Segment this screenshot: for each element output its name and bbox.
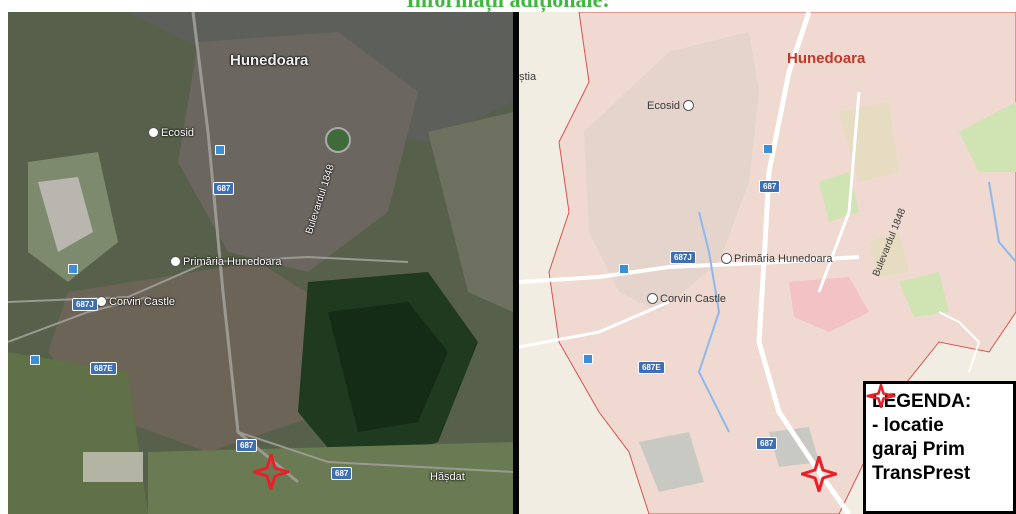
road-shield: 687	[331, 467, 353, 480]
road-shield: 687	[759, 180, 781, 193]
poi-primaria[interactable]: Primăria Hunedoara	[170, 255, 282, 268]
road-shield: 687E	[638, 361, 665, 374]
road-shield: 687E	[90, 362, 117, 375]
garage-location-star-icon[interactable]	[801, 456, 837, 492]
legend-line-1: - locatie	[872, 415, 944, 436]
poi-ecosid[interactable]: Ecosid	[647, 99, 696, 112]
legend-line-3: TransPrest	[872, 463, 971, 484]
poi-marker-icon	[683, 99, 695, 111]
bus-stop-icon[interactable]	[215, 145, 225, 155]
poi-corvin-castle[interactable]: Corvin Castle	[647, 292, 727, 305]
poi-label: Primăria Hunedoara	[183, 256, 282, 268]
satellite-imagery	[8, 12, 513, 514]
bus-stop-icon[interactable]	[763, 144, 773, 154]
road-shield: 687	[236, 439, 258, 452]
legend-line-2: garaj Prim	[872, 439, 965, 460]
poi-ecosid[interactable]: Ecosid	[148, 126, 195, 139]
poi-corvin-castle[interactable]: Corvin Castle	[96, 295, 176, 308]
bus-stop-icon[interactable]	[68, 264, 78, 274]
bus-stop-icon[interactable]	[583, 354, 593, 364]
poi-label: Ecosid	[647, 100, 681, 112]
poi-label: Ecosid	[161, 127, 195, 139]
landmark-icon	[170, 255, 181, 267]
poi-label: Corvin Castle	[660, 293, 727, 305]
panel-divider	[513, 12, 519, 514]
city-label: Hunedoara	[787, 50, 866, 67]
satellite-map[interactable]: Hunedoara Ecosid Primăria Hunedoara Corv…	[8, 12, 513, 514]
legend-title: LEGENDA:	[872, 391, 972, 412]
bus-stop-icon[interactable]	[619, 264, 629, 274]
map-legend: LEGENDA: - locatie garaj Prim TransPrest	[863, 381, 1016, 514]
poi-label: Corvin Castle	[109, 296, 176, 308]
road-shield: 687	[213, 182, 235, 195]
road-shield: 687	[756, 437, 778, 450]
legend-entry: - locatie	[866, 384, 1009, 438]
bus-stop-icon[interactable]	[30, 355, 40, 365]
page-title: Informații adiționale:	[0, 0, 1016, 12]
edge-place-label: știa	[519, 71, 537, 83]
poi-label: Primăria Hunedoara	[734, 253, 833, 265]
landmark-icon	[721, 252, 732, 264]
castle-icon	[647, 292, 658, 304]
city-label: Hunedoara	[230, 52, 309, 69]
red-star-icon	[866, 384, 896, 408]
road-shield: 687J	[72, 298, 98, 311]
garage-location-star-icon[interactable]	[253, 454, 289, 490]
road-shield: 687J	[670, 251, 696, 264]
place-label-hasdat: Hășdat	[430, 471, 465, 483]
poi-primaria[interactable]: Primăria Hunedoara	[721, 252, 833, 265]
poi-marker-icon	[148, 126, 159, 138]
